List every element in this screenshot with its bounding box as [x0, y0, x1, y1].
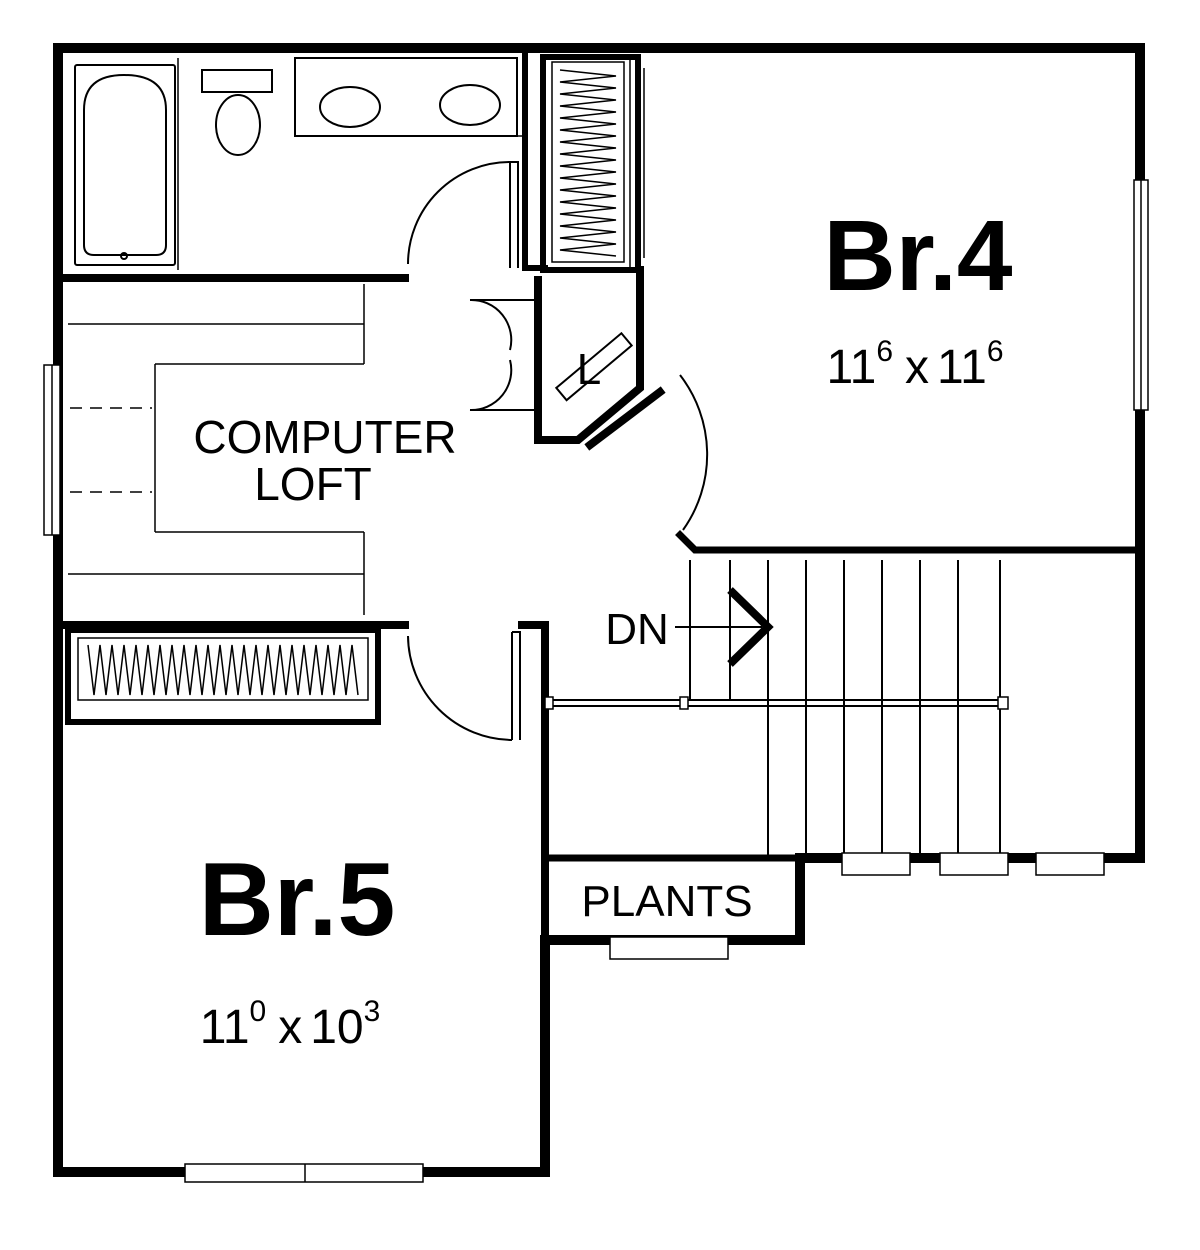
br5-window — [184, 1163, 424, 1183]
computer-loft — [43, 284, 365, 615]
sink-left — [319, 86, 381, 128]
loft-label-line2: LOFT — [254, 458, 372, 510]
bedroom-5 — [54, 621, 549, 1183]
br5-door — [407, 631, 521, 741]
br4-door — [554, 331, 634, 402]
loft-label-line1: COMPUTER — [193, 411, 456, 463]
toilet-bowl — [215, 94, 261, 156]
linen-closet — [534, 266, 644, 444]
bedroom-4 — [554, 179, 1149, 554]
br4-closet — [540, 54, 641, 273]
stair-arrow-icon — [727, 587, 774, 667]
linen-doors — [469, 298, 535, 412]
toilet-tank — [201, 69, 273, 93]
vanity-counter — [294, 57, 518, 137]
linen-label: L — [577, 345, 601, 394]
bathtub — [74, 64, 176, 266]
plants-area — [541, 854, 804, 960]
staircase — [544, 560, 1105, 876]
plants-window — [609, 936, 729, 960]
bathroom-door — [407, 161, 519, 268]
bathroom — [54, 45, 548, 282]
stairs-down-label: DN — [605, 605, 669, 654]
plants-label: PLANTS — [581, 877, 752, 926]
bathtub-basin — [83, 73, 167, 256]
sink-right — [439, 84, 501, 126]
br5-label: Br.5 — [199, 842, 396, 958]
closets-top — [469, 54, 645, 444]
br4-label: Br.4 — [823, 200, 1012, 312]
